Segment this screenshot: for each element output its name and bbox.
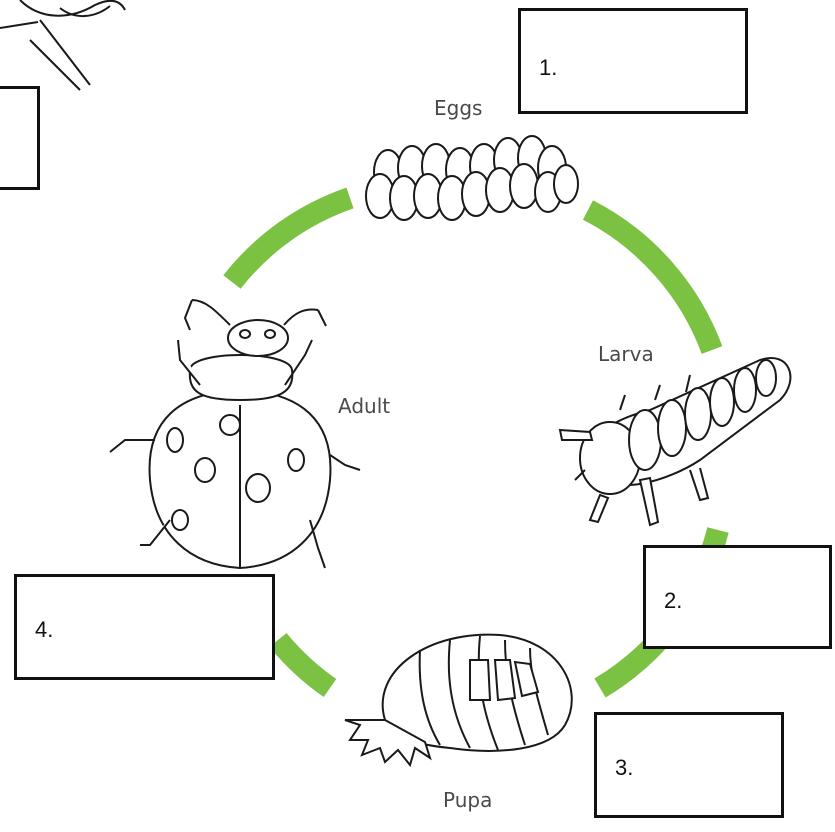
answer-box-2[interactable]: 2. [643,545,832,649]
answer-box-3[interactable]: 3. [594,712,784,818]
label-pupa: Pupa [443,788,492,812]
arrow-adult-to-eggs [232,198,350,282]
cropped-corner-illustration [0,0,125,90]
label-eggs: Eggs [434,96,482,120]
label-adult: Adult [338,394,390,418]
answer-box-3-number: 3. [615,755,633,781]
answer-box-1[interactable]: 1. [518,8,748,114]
label-larva: Larva [598,342,654,366]
eggs-illustration [366,136,578,220]
answer-box-4[interactable]: 4. [14,574,275,680]
arrow-eggs-to-larva [588,210,712,350]
pupa-illustration [345,635,572,765]
answer-box-4-number: 4. [35,617,53,643]
answer-box-2-number: 2. [664,588,682,614]
larva-illustration [560,358,790,525]
answer-box-partial[interactable] [0,86,40,190]
adult-ladybug-illustration [110,300,360,568]
arrow-pupa-to-adult [278,640,330,688]
answer-box-1-number: 1. [539,55,557,81]
